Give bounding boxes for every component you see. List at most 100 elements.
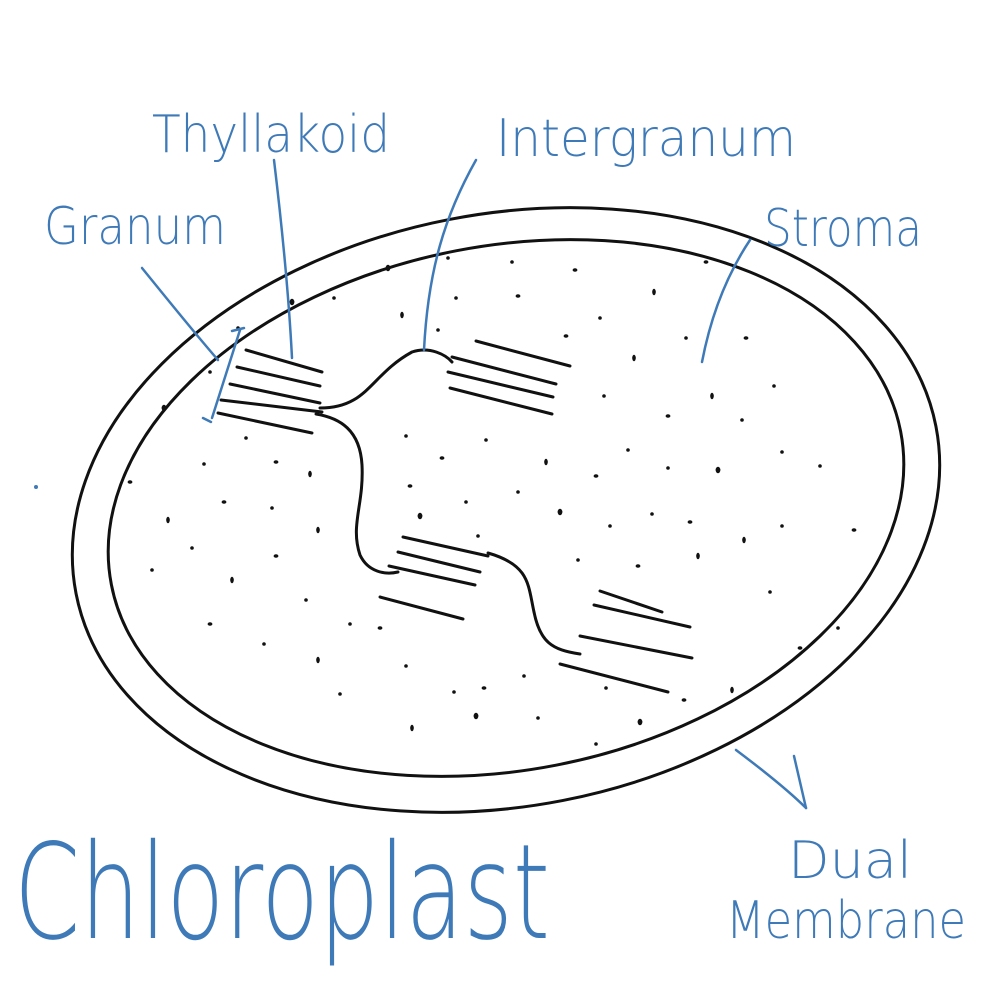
stroma-dot (316, 656, 320, 664)
thylakoid-disc (244, 348, 324, 374)
stroma-dot (452, 690, 456, 694)
thylakoid-disc (598, 589, 664, 614)
stroma-dot (404, 434, 408, 438)
stroma-dot (166, 516, 170, 524)
thylakoid-disc (228, 382, 322, 405)
stroma-dot (338, 692, 342, 696)
stroma-dot (484, 438, 488, 442)
dual-membrane-leader-inner (734, 748, 808, 810)
stroma-dot (780, 450, 784, 454)
stroma-dot (626, 448, 630, 452)
stroma-dot (836, 626, 840, 630)
grana (216, 339, 694, 694)
stroma-dot (604, 686, 608, 690)
inner-membrane (106, 238, 906, 778)
stroma-dot (150, 568, 154, 572)
intergranum-leader (422, 158, 478, 352)
dual-label: Dual (788, 831, 912, 891)
stroma-dot (598, 316, 602, 320)
thylakoid-disc (446, 370, 555, 399)
stroma-dot (127, 480, 133, 484)
stroma-dot (515, 294, 521, 298)
granum-bracket-tick-bottom (201, 416, 213, 424)
intergranum-label: Intergranum (496, 109, 796, 169)
stroma-dot (652, 288, 656, 296)
stroma-dot (273, 554, 279, 558)
stroma-dot (316, 526, 320, 534)
stroma-dot (407, 484, 413, 488)
stroma-dot (687, 520, 693, 524)
thylakoid-disc (450, 355, 558, 386)
stroma-dot (544, 458, 548, 466)
stroma-dot (650, 512, 654, 516)
thylakoid-disc (219, 398, 324, 414)
stroma-leader (700, 238, 752, 364)
intergranum-lower (486, 551, 582, 656)
stroma-dot (730, 686, 734, 694)
stroma-dot (572, 268, 578, 272)
stroma-dot (436, 328, 440, 332)
stroma-dot (563, 334, 569, 338)
stroma-dot (404, 664, 408, 668)
thylakoid-disc (558, 662, 670, 694)
thylakoid-disc (216, 411, 314, 435)
intergranum-lamellae (314, 348, 582, 656)
intergranum-upper (318, 348, 454, 410)
thylakoid-disc (235, 365, 322, 388)
stroma-dot (202, 462, 206, 466)
thylakoid-leader (272, 158, 294, 360)
stroma-dot (593, 474, 599, 478)
stroma-dot (417, 512, 423, 520)
stroma-dot (207, 622, 213, 626)
stroma-dot (510, 260, 514, 264)
thylakoid-disc (474, 339, 572, 368)
stroma-dot (221, 500, 227, 504)
stroma-dot (635, 564, 641, 568)
stroma-dot (681, 698, 687, 702)
granum-bracket (210, 328, 242, 420)
stroma-dot (818, 464, 822, 468)
thylakoid-disc (387, 564, 477, 587)
stroma-dot (780, 524, 784, 528)
stroma-dot (481, 686, 487, 690)
stroma-dot (446, 256, 450, 260)
granum-bracket-tick-top (230, 326, 246, 333)
thylakoid-disc (396, 550, 482, 574)
stroma-dot (161, 404, 167, 412)
stroma-label: Stroma (764, 199, 922, 259)
stroma-dot (308, 470, 312, 478)
stroma-dot (710, 392, 714, 400)
stroma-dot (400, 311, 404, 319)
thylakoid-disc (378, 595, 465, 621)
stroma-dot (608, 524, 612, 528)
granum-label: Granum (44, 197, 226, 257)
stroma-dot (190, 546, 194, 550)
stroma-dot (332, 296, 336, 300)
membrane-label: Membrane (726, 891, 966, 951)
stroma-dot (439, 456, 445, 460)
granum-leader (140, 266, 220, 362)
stroma-dot (772, 384, 776, 388)
stroma-dot (476, 534, 480, 538)
stroma-dot (576, 558, 580, 562)
stroma-dot (522, 674, 526, 678)
granum-stack-2 (446, 339, 572, 416)
thylakoid-disc (401, 535, 490, 558)
page-title: Chloroplast (14, 816, 550, 970)
stroma-dot (594, 742, 598, 746)
stroma-dot (536, 716, 540, 720)
granum-stack-4 (558, 589, 694, 694)
stroma-dots (127, 256, 857, 746)
stroma-dot (768, 590, 772, 594)
granum-stack-1 (216, 348, 324, 435)
stroma-dot (230, 576, 234, 584)
stroma-dot (410, 724, 414, 732)
stroma-dot (602, 394, 606, 398)
stroma-dot (208, 370, 212, 374)
stroma-dot (666, 466, 670, 470)
stroma-dot (516, 490, 520, 494)
stroma-dot (270, 506, 274, 510)
stroma-dot (665, 414, 671, 418)
stroma-dot (385, 264, 391, 272)
